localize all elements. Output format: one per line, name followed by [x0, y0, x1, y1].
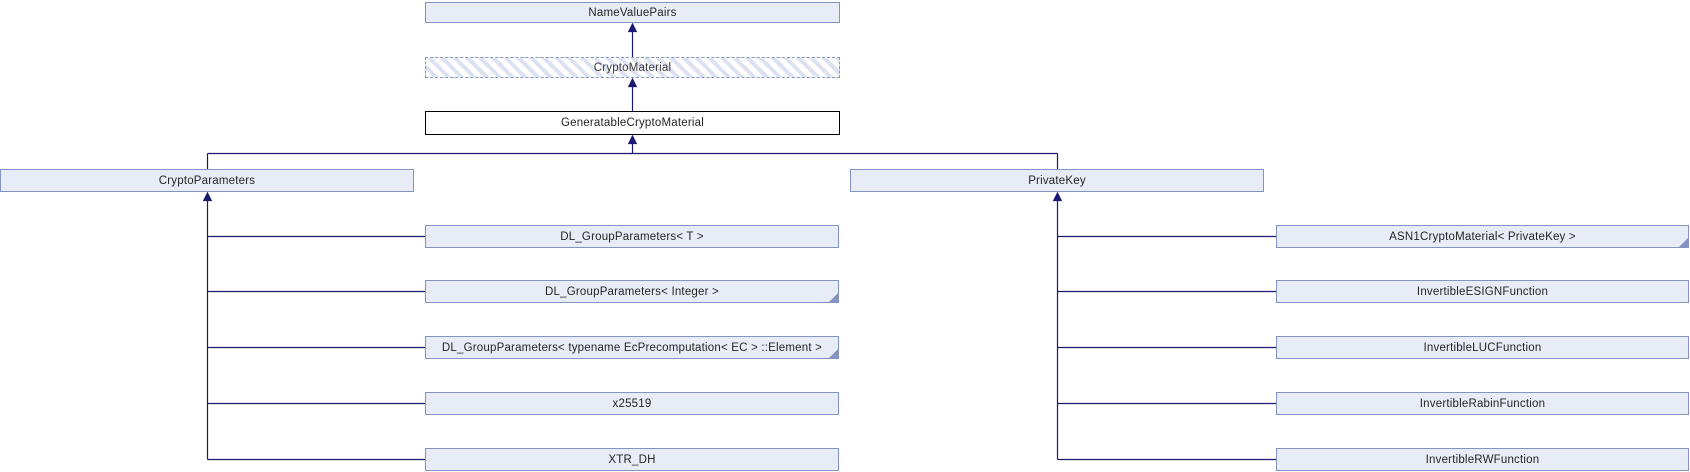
class-node-dl-groupparameters-integer[interactable]: DL_GroupParameters< Integer > [425, 280, 839, 303]
class-node-invertiblerabinfunction[interactable]: InvertibleRabinFunction [1276, 392, 1689, 415]
edge-right-subtree [1052, 191, 1276, 461]
has-subclasses-fold-icon [829, 293, 838, 302]
class-node-xtr-dh[interactable]: XTR_DH [425, 448, 839, 471]
class-node-asn1cryptomaterial-privatekey[interactable]: ASN1CryptoMaterial< PrivateKey > [1276, 225, 1689, 248]
arrowhead-into-cryptoparameters [202, 191, 213, 202]
arrowhead-into-namevaluepairs [627, 22, 638, 33]
has-subclasses-fold-icon [829, 349, 838, 358]
has-subclasses-fold-icon [1679, 238, 1688, 247]
class-node-invertibleesignfunction[interactable]: InvertibleESIGNFunction [1276, 280, 1689, 303]
class-node-privatekey[interactable]: PrivateKey [850, 169, 1264, 192]
class-node-x25519[interactable]: x25519 [425, 392, 839, 415]
edge-middle-chain [206, 22, 1059, 169]
class-node-invertiblerwfunction[interactable]: InvertibleRWFunction [1276, 448, 1689, 471]
arrowhead-into-cryptomaterial [627, 77, 638, 88]
class-node-label: DL_GroupParameters< typename EcPrecomput… [441, 341, 823, 354]
class-node-label: ASN1CryptoMaterial< PrivateKey > [1389, 230, 1576, 243]
class-node-label: DL_GroupParameters< Integer > [545, 285, 719, 298]
class-node-generatablecryptomaterial-current: GeneratableCryptoMaterial [425, 111, 840, 135]
class-node-namevaluepairs[interactable]: NameValuePairs [425, 2, 840, 23]
edge-left-subtree [202, 191, 425, 461]
class-node-cryptoparameters[interactable]: CryptoParameters [0, 169, 414, 192]
class-node-dl-groupparameters-t[interactable]: DL_GroupParameters< T > [425, 225, 839, 248]
class-node-invertiblelucfunction[interactable]: InvertibleLUCFunction [1276, 336, 1689, 359]
class-node-cryptomaterial[interactable]: CryptoMaterial [425, 57, 840, 78]
class-node-dl-groupparameters-ec-element[interactable]: DL_GroupParameters< typename EcPrecomput… [425, 336, 839, 359]
arrowhead-into-generatablecryptomaterial [627, 134, 638, 145]
arrowhead-into-privatekey [1052, 191, 1063, 202]
